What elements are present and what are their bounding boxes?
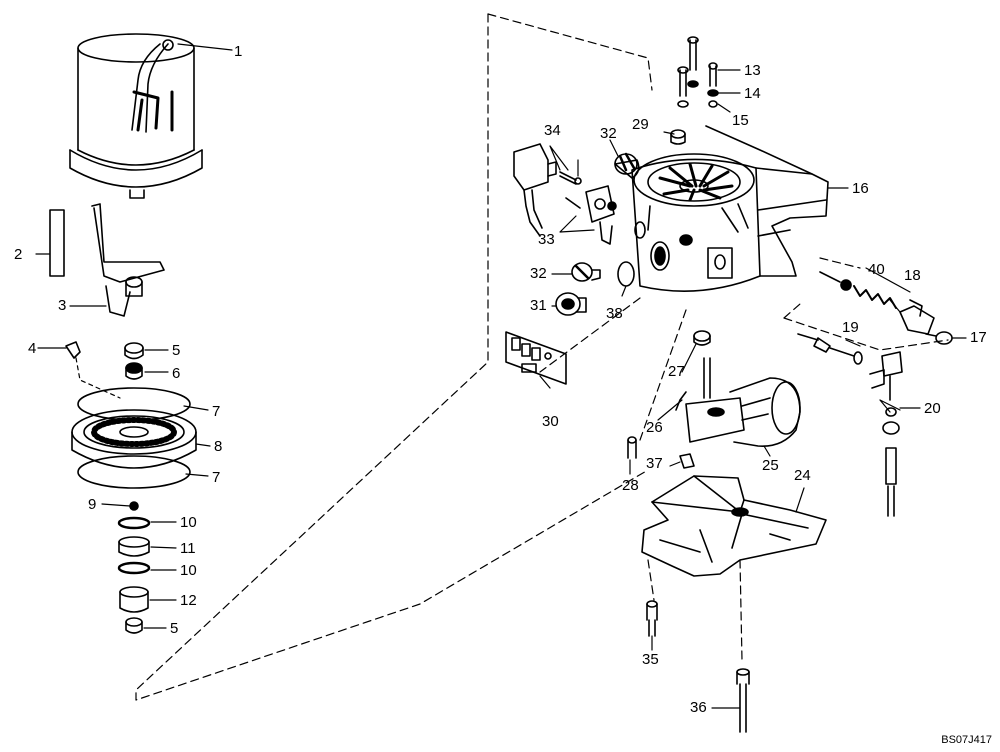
label-part-16: 16 — [852, 180, 869, 197]
part-10-oring-bottom — [117, 561, 151, 575]
label-part-11: 11 — [180, 540, 196, 557]
part-13-screws — [677, 36, 718, 97]
part-35-screw — [646, 600, 658, 637]
label-part-38: 38 — [606, 305, 623, 322]
part-11-sleeve — [118, 536, 150, 557]
part-12-bushing — [119, 586, 149, 613]
label-part-35: 35 — [642, 651, 659, 668]
label-part-30: 30 — [542, 413, 559, 430]
part-38-seal-ring — [617, 261, 635, 287]
label-part-36: 36 — [690, 699, 707, 716]
label-part-37: 37 — [646, 455, 663, 472]
label-part-8: 8 — [214, 438, 223, 455]
part-24-base-plate — [641, 475, 827, 577]
label-part-24: 24 — [794, 467, 811, 484]
part-40-spring-assembly — [819, 271, 897, 309]
label-part-32-top: 32 — [600, 125, 617, 142]
part-30-circuit-board — [505, 331, 567, 385]
part-1-reservoir-cover — [69, 33, 203, 199]
part-37-clamp — [679, 453, 695, 469]
label-part-29: 29 — [632, 116, 649, 133]
label-part-31: 31 — [530, 297, 547, 314]
part-34-connector — [513, 143, 557, 237]
label-part-26: 26 — [646, 419, 663, 436]
part-4-clip — [65, 341, 81, 359]
drawing-code: BS07J417 — [941, 734, 992, 746]
label-part-28: 28 — [622, 477, 639, 494]
part-9-ball — [129, 501, 139, 511]
part-32-plug-mid — [571, 262, 601, 282]
label-part-9: 9 — [88, 496, 97, 513]
label-part-34: 34 — [544, 122, 561, 139]
part-33-pressure-switch — [565, 185, 617, 245]
part-10-oring-top — [117, 516, 151, 530]
part-18-valve-body — [899, 299, 935, 335]
label-part-2: 2 — [14, 246, 23, 263]
label-part-10-bottom: 10 — [180, 562, 197, 579]
part-5-washer-top — [124, 342, 144, 360]
label-part-1: 1 — [234, 43, 243, 60]
part-8-impeller — [71, 387, 197, 489]
part-2-strip — [49, 209, 65, 277]
label-part-12: 12 — [180, 592, 197, 609]
part-25-motor — [685, 357, 801, 447]
label-part-32-mid: 32 — [530, 265, 547, 282]
part-16-pump-housing — [631, 125, 829, 292]
label-part-19: 19 — [842, 319, 859, 336]
part-22-screw — [559, 171, 582, 185]
part-17-nut — [925, 331, 953, 345]
label-part-10-top: 10 — [180, 514, 197, 531]
label-part-7-top: 7 — [212, 403, 221, 420]
dashed-assembly-outline — [135, 13, 949, 701]
label-part-5-top: 5 — [172, 342, 181, 359]
part-6-nut — [125, 362, 143, 380]
leader-lines — [35, 43, 967, 709]
label-part-6: 6 — [172, 365, 181, 382]
part-5-washer-bottom — [125, 617, 143, 634]
part-36-rod — [736, 668, 750, 733]
part-14-washers — [677, 80, 719, 108]
label-part-40: 40 — [868, 261, 885, 278]
part-28-bolt — [627, 436, 637, 459]
part-3-bracket — [91, 203, 165, 317]
label-part-5-bottom: 5 — [170, 620, 179, 637]
part-19-check-valve — [797, 333, 863, 365]
label-part-17: 17 — [970, 329, 987, 346]
label-part-7-bottom: 7 — [212, 469, 221, 486]
part-31-fitting — [555, 292, 587, 316]
part-20-fittings — [869, 351, 903, 517]
label-part-20: 20 — [924, 400, 941, 417]
label-part-15: 15 — [732, 112, 749, 129]
dashed-guide-4 — [75, 357, 121, 399]
label-part-3: 3 — [58, 297, 67, 314]
part-29-plug — [670, 129, 686, 145]
label-part-14: 14 — [744, 85, 761, 102]
part-27-nut — [693, 330, 711, 346]
part-32-plug-top — [614, 152, 640, 179]
label-part-25: 25 — [762, 457, 779, 474]
label-part-18: 18 — [904, 267, 921, 284]
label-part-33: 33 — [538, 231, 555, 248]
label-part-13: 13 — [744, 62, 761, 79]
label-part-4: 4 — [28, 340, 37, 357]
part-15-oring — [708, 100, 718, 108]
label-part-27: 27 — [668, 363, 685, 380]
part-26-clip — [675, 391, 687, 411]
